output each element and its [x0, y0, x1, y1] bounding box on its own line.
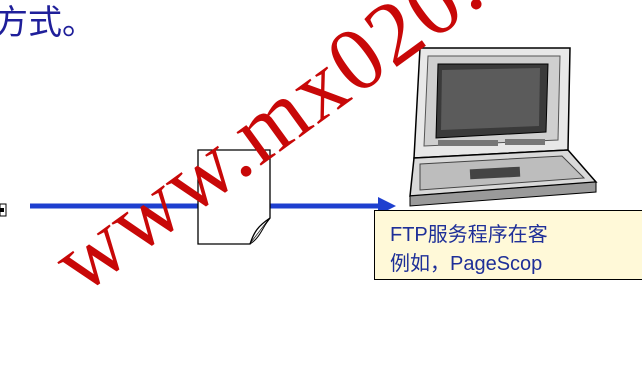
sender-device-edge [0, 203, 7, 217]
callout-line-1: FTP服务程序在客 [390, 224, 548, 246]
document-icon [197, 149, 271, 245]
slide-heading: 方式。 [0, 3, 96, 43]
laptop-computer-icon [409, 47, 598, 207]
callout-line-2: 例如，PageScop [390, 253, 543, 275]
callout-box: FTP服务程序在客 例如，PageScop [374, 210, 642, 280]
